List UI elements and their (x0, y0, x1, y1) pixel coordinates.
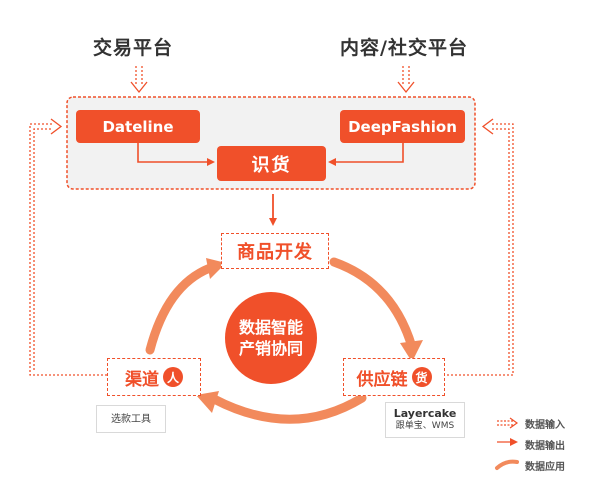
legend-apply-label: 数据应用 (525, 462, 565, 473)
shihuo-box: 识货 (217, 146, 326, 181)
supply-chain-label: 供应链 (356, 369, 408, 390)
supply-chain-node: 供应链 货 (343, 358, 445, 396)
feedback-loop-left (29, 118, 107, 376)
arc-supply-to-channel (209, 393, 367, 424)
center-line-2: 产销协同 (238, 339, 303, 358)
channel-tool-note: 选款工具 (96, 405, 166, 433)
product-development-node: 商品开发 (221, 233, 329, 269)
arc-supply-to-channel-head (196, 391, 219, 413)
arc-productdev-to-supply (329, 257, 417, 352)
legend-output-label: 数据输出 (525, 441, 565, 452)
source-trading-platform: 交易平台 (93, 37, 174, 59)
dateline-box: Dateline (76, 110, 200, 143)
feedback-loop-right (443, 118, 514, 376)
goods-badge-icon: 货 (411, 367, 432, 387)
supply-tool-note: Layercake 跟单宝、WMS (385, 402, 465, 438)
deepfashion-to-shihuo-arrow (328, 143, 404, 166)
input-arrow-right (397, 66, 415, 94)
people-badge-icon: 人 (163, 367, 183, 387)
input-arrow-left (130, 66, 148, 94)
center-circle (225, 292, 317, 384)
legend-input-icon (497, 417, 519, 429)
supply-tool-line-1: Layercake (393, 407, 457, 420)
arc-productdev-to-supply-head (400, 340, 423, 362)
shihuo-label: 识货 (251, 154, 292, 176)
channel-label: 渠道 (125, 369, 159, 390)
channel-node: 渠道 人 (107, 358, 201, 396)
dateline-to-shihuo-arrow (137, 143, 215, 166)
source-content-social-platform: 内容/社交平台 (340, 37, 468, 59)
arc-channel-to-productdev (145, 263, 215, 355)
dateline-label: Dateline (102, 117, 174, 136)
legend-apply-icon (495, 459, 519, 470)
channel-tool-label: 选款工具 (111, 413, 151, 425)
legend-input-label: 数据输入 (525, 420, 565, 431)
center-line-1: 数据智能 (238, 318, 303, 337)
deepfashion-label: DeepFashion (348, 117, 457, 136)
center-text: 数据智能 产销协同 (225, 317, 317, 359)
deepfashion-box: DeepFashion (340, 110, 465, 143)
product-development-label: 商品开发 (237, 242, 313, 263)
supply-tool-line-2: 跟单宝、WMS (395, 421, 455, 432)
